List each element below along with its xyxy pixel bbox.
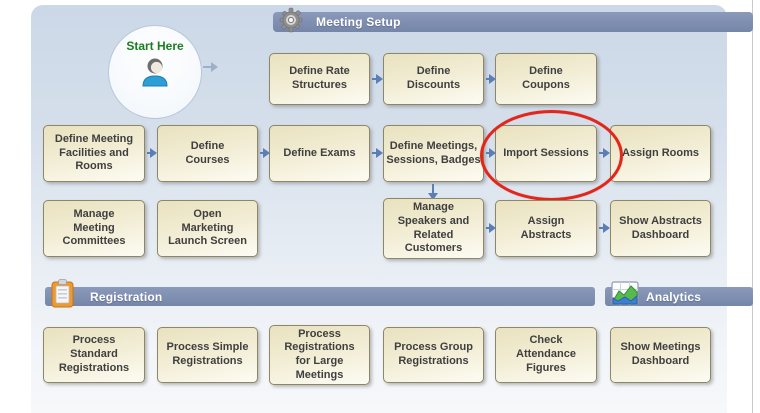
flow-box-process-standard-registrations[interactable]: Process Standard Registrations bbox=[43, 327, 145, 383]
section-header-registration: Registration bbox=[45, 287, 595, 306]
flow-box-manage-speakers-and-related-customers[interactable]: Manage Speakers and Related Customers bbox=[383, 198, 484, 259]
flow-box-define-discounts[interactable]: Define Discounts bbox=[383, 53, 484, 105]
flow-arrow-icon bbox=[486, 223, 496, 233]
flow-box-process-simple-registrations[interactable]: Process Simple Registrations bbox=[157, 327, 258, 383]
flow-arrow-down-icon bbox=[428, 184, 438, 200]
section-label: Meeting Setup bbox=[316, 15, 401, 29]
section-header-analytics: Analytics bbox=[605, 287, 753, 306]
flow-arrow-icon bbox=[147, 148, 157, 158]
flow-box-define-meetings-sessions-badges[interactable]: Define Meetings, Sessions, Badges bbox=[383, 125, 484, 182]
flow-arrow-icon bbox=[372, 148, 383, 158]
flow-box-manage-meeting-committees[interactable]: Manage Meeting Committees bbox=[43, 200, 145, 257]
flow-arrow-icon bbox=[599, 148, 610, 158]
flow-arrow-icon bbox=[486, 148, 496, 158]
flow-box-process-group-registrations[interactable]: Process Group Registrations bbox=[383, 327, 484, 383]
flow-box-define-exams[interactable]: Define Exams bbox=[269, 125, 370, 182]
flow-box-check-attendance-figures[interactable]: Check Attendance Figures bbox=[495, 327, 597, 383]
flow-box-open-marketing-launch-screen[interactable]: Open Marketing Launch Screen bbox=[157, 200, 258, 257]
flow-box-show-meetings-dashboard[interactable]: Show Meetings Dashboard bbox=[610, 327, 711, 383]
flow-box-define-rate-structures[interactable]: Define Rate Structures bbox=[269, 53, 370, 105]
flow-arrow-icon bbox=[260, 148, 270, 158]
section-label: Analytics bbox=[646, 289, 702, 304]
flow-box-import-sessions[interactable]: Import Sessions bbox=[495, 125, 597, 182]
window-edge-divider bbox=[752, 0, 753, 413]
flow-box-define-courses[interactable]: Define Courses bbox=[157, 125, 258, 182]
section-label: Registration bbox=[90, 289, 163, 304]
flow-box-assign-abstracts[interactable]: Assign Abstracts bbox=[495, 200, 597, 257]
flow-box-show-abstracts-dashboard[interactable]: Show Abstracts Dashboard bbox=[610, 200, 711, 257]
clipboard-icon bbox=[49, 279, 76, 314]
flow-box-define-coupons[interactable]: Define Coupons bbox=[495, 53, 597, 105]
flow-arrow-icon bbox=[486, 74, 496, 84]
start-here-badge: Start Here bbox=[108, 25, 202, 119]
flow-box-define-meeting-facilities-and-rooms[interactable]: Define Meeting Facilities and Rooms bbox=[43, 125, 145, 182]
gear-icon bbox=[276, 5, 306, 42]
flow-arrow-icon bbox=[372, 74, 383, 84]
flow-box-assign-rooms[interactable]: Assign Rooms bbox=[610, 125, 711, 182]
chart-icon bbox=[611, 281, 639, 311]
section-header-meeting-setup: Meeting Setup bbox=[273, 12, 753, 32]
flow-box-process-registrations-for-large-meetings[interactable]: Process Registrations for Large Meetings bbox=[269, 325, 370, 385]
start-here-label: Start Here bbox=[126, 39, 184, 53]
flow-arrow-icon bbox=[599, 223, 610, 233]
person-icon bbox=[137, 55, 173, 96]
start-arrow-icon bbox=[203, 62, 218, 72]
